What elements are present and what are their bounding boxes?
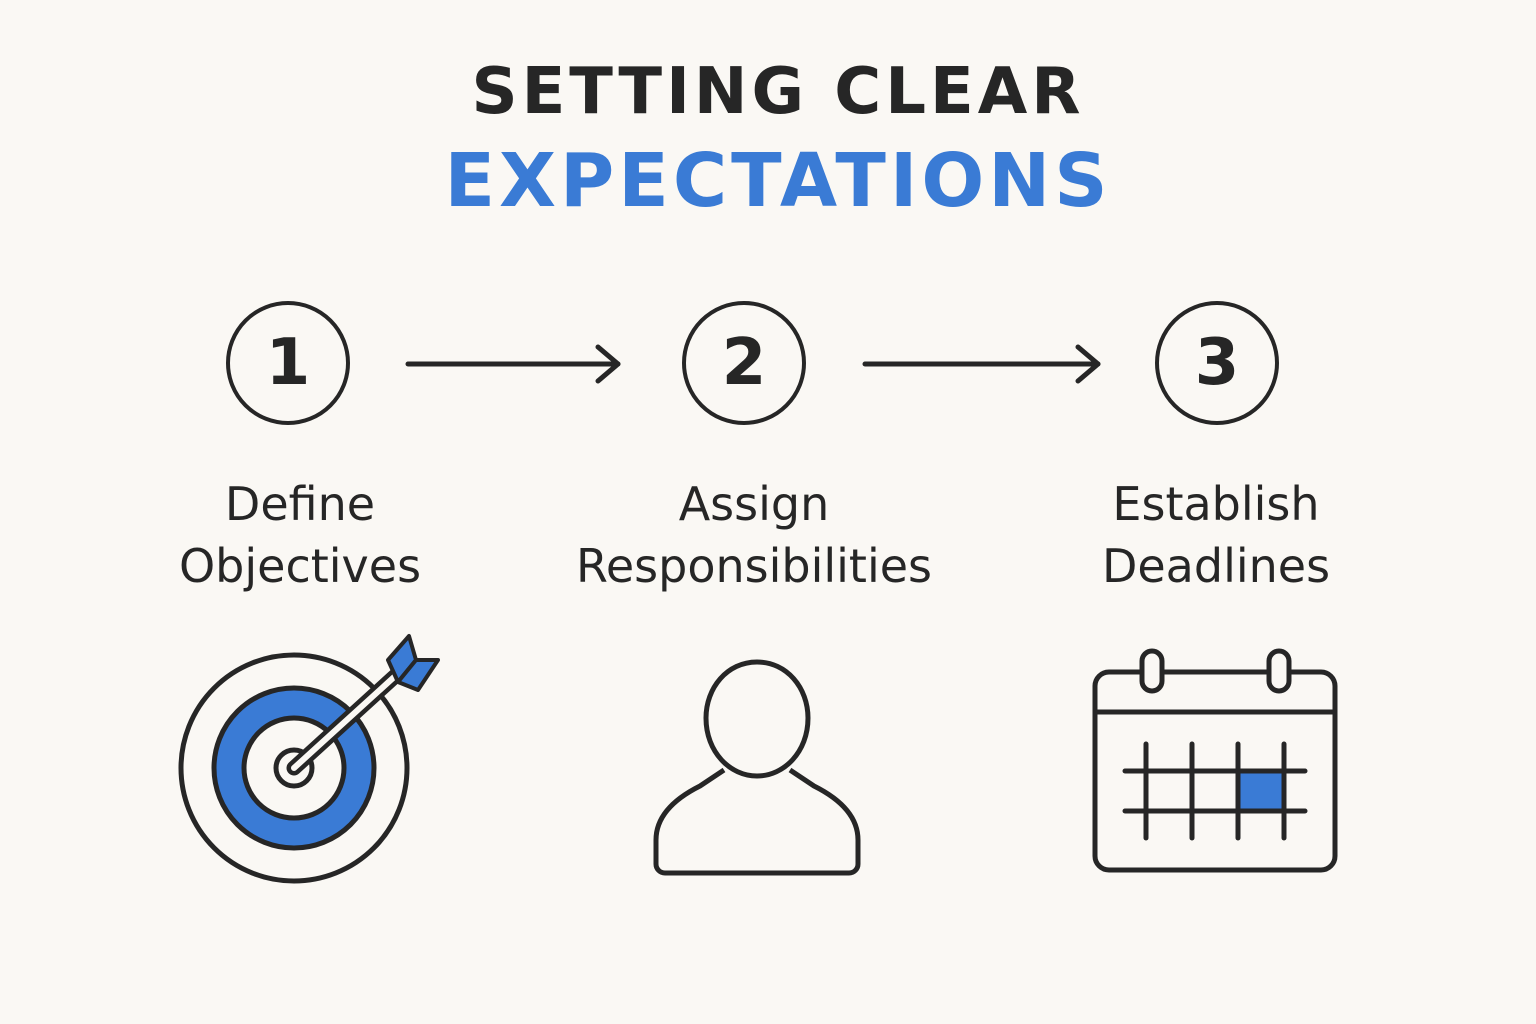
step-3-label-line-2: Deadlines [1101,539,1331,593]
step-2-label-line-2: Responsibilities [575,539,933,593]
arrow-right-icon-2 [862,344,1101,384]
title-line-1: SETTING CLEAR [471,55,1085,129]
step-3-label-line-1: Establish [1112,477,1320,531]
step-3-number-circle: 3 [1155,301,1279,425]
step-1-label-line-1: Define [224,477,376,531]
person-icon [653,659,861,876]
step-2-label-line-1: Assign [678,477,830,531]
title-line-2: EXPECTATIONS [444,138,1112,224]
target-icon [178,634,440,884]
step-2-number-circle: 2 [682,301,806,425]
arrow-right-icon-1 [405,344,621,384]
step-3-label: Establish Deadlines [986,473,1446,597]
step-2-label: Assign Responsibilities [524,473,984,597]
step-1-number-circle: 1 [226,301,350,425]
calendar-icon [1092,648,1338,873]
step-1-label: Define Objectives [70,473,530,597]
step-1-label-line-2: Objectives [178,539,422,593]
